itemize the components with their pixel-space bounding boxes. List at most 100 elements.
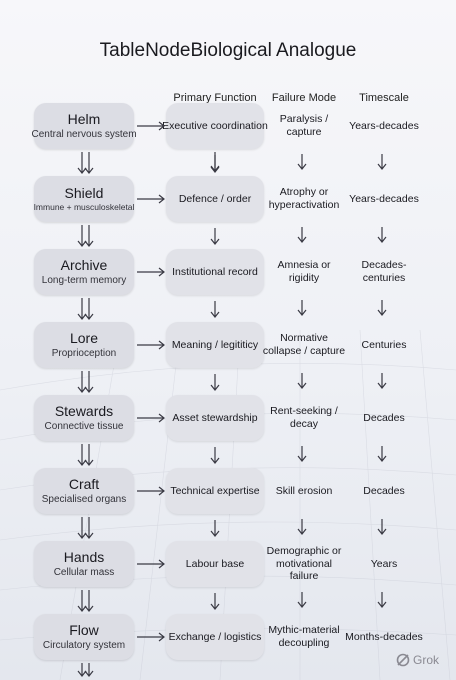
timescale-text: Centuries xyxy=(361,338,407,351)
node-analogue: Specialised organs xyxy=(41,494,127,506)
arrow-node-down xyxy=(77,371,87,393)
arrow-node-to-function xyxy=(137,559,165,569)
arrow-timescale-down xyxy=(377,373,387,389)
node-name: Shield xyxy=(64,184,104,201)
column-header-failure: Failure Mode xyxy=(271,92,337,104)
grok-logo-text: Grok xyxy=(413,653,440,667)
arrow-node-down xyxy=(84,517,94,539)
arrow-node-down xyxy=(84,663,94,677)
timescale-text: Months-decades xyxy=(345,630,423,643)
arrow-function-down xyxy=(210,520,220,537)
arrow-timescale-down xyxy=(377,227,387,243)
arrow-node-to-function xyxy=(137,267,165,277)
arrow-node-down xyxy=(84,590,94,612)
arrow-failure-down xyxy=(297,519,307,535)
failure-mode-text: Mythic-material decoupling xyxy=(268,624,340,649)
node-analogue: Proprioception xyxy=(51,348,117,360)
arrow-failure-down xyxy=(297,373,307,389)
arrow-timescale-down xyxy=(377,519,387,535)
arrow-node-down xyxy=(77,298,87,320)
node-name: Stewards xyxy=(54,402,114,419)
node-analogue: Connective tissue xyxy=(44,421,124,433)
arrow-node-down xyxy=(84,152,94,174)
node-name: Flow xyxy=(69,621,99,638)
function-box: Exchange / logistics xyxy=(166,614,264,660)
arrow-node-to-function xyxy=(137,121,165,131)
arrow-failure-down xyxy=(297,446,307,462)
failure-mode-text: Atrophy or hyperactivation xyxy=(268,186,340,211)
arrow-node-down xyxy=(77,517,87,539)
arrow-node-to-function xyxy=(137,413,165,423)
arrow-node-down xyxy=(84,225,94,247)
arrow-failure-down xyxy=(297,154,307,170)
arrow-node-to-function xyxy=(137,632,165,642)
function-box: Technical expertise xyxy=(166,468,264,514)
arrow-function-down xyxy=(210,228,220,245)
node-name: Lore xyxy=(69,329,99,346)
failure-mode-text: Rent-seeking / decay xyxy=(270,405,338,430)
column-header-function: Primary Function xyxy=(173,92,257,104)
timescale-text: Years xyxy=(370,557,398,570)
arrow-function-down xyxy=(210,301,220,318)
arrow-node-down xyxy=(77,590,87,612)
grok-logo-icon xyxy=(396,653,410,667)
diagram-title: TableNodeBiological Analogue xyxy=(99,40,357,61)
arrow-node-to-function xyxy=(137,340,165,350)
node-analogue: Long-term memory xyxy=(41,275,127,287)
arrow-timescale-down xyxy=(377,154,387,170)
arrow-failure-down xyxy=(297,227,307,243)
node-analogue: Cellular mass xyxy=(53,567,115,579)
function-box: Defence / order xyxy=(166,176,264,222)
node-analogue: Immune + musculoskeletal xyxy=(33,202,135,213)
node-analogue: Central nervous system xyxy=(31,129,137,141)
function-box: Institutional record xyxy=(166,249,264,295)
node-name: Archive xyxy=(60,256,108,273)
arrow-node-to-function xyxy=(137,486,165,496)
arrow-function-down xyxy=(210,593,220,610)
arrow-function-down xyxy=(210,152,220,173)
function-box: Labour base xyxy=(166,541,264,587)
timescale-text: Decades-centuries xyxy=(361,259,407,284)
arrow-node-to-function xyxy=(137,194,165,204)
node-name: Craft xyxy=(68,475,100,492)
arrow-node-down xyxy=(77,225,87,247)
grok-logo: Grok xyxy=(396,653,439,667)
failure-mode-text: Amnesia or rigidity xyxy=(277,259,331,284)
arrow-node-down xyxy=(77,663,87,677)
arrow-node-down xyxy=(77,444,87,466)
arrow-function-down xyxy=(210,447,220,464)
arrow-timescale-down xyxy=(377,592,387,608)
timescale-text: Years-decades xyxy=(349,192,419,205)
timescale-text: Decades xyxy=(363,484,405,497)
arrow-failure-down xyxy=(297,300,307,316)
failure-mode-text: Skill erosion xyxy=(275,484,333,497)
timescale-text: Decades xyxy=(363,411,405,424)
function-box: Meaning / legititicy xyxy=(166,322,264,368)
arrow-function-down xyxy=(210,374,220,391)
arrow-node-down xyxy=(77,152,87,174)
arrow-timescale-down xyxy=(377,446,387,462)
function-box: Asset stewardship xyxy=(166,395,264,441)
failure-mode-text: Paralysis / capture xyxy=(279,113,329,138)
node-name: Helm xyxy=(67,110,101,127)
arrow-node-down xyxy=(84,298,94,320)
function-box: Executive coordination xyxy=(162,103,268,149)
failure-mode-text: Normative collapse / capture xyxy=(262,332,346,357)
arrow-timescale-down xyxy=(377,300,387,316)
failure-mode-text: Demographic or motivational failure xyxy=(266,545,342,583)
node-analogue: Circulatory system xyxy=(42,640,126,652)
node-name: Hands xyxy=(63,548,105,565)
arrow-node-down xyxy=(84,444,94,466)
arrow-node-down xyxy=(84,371,94,393)
arrow-failure-down xyxy=(297,592,307,608)
column-header-timescale: Timescale xyxy=(359,92,409,104)
